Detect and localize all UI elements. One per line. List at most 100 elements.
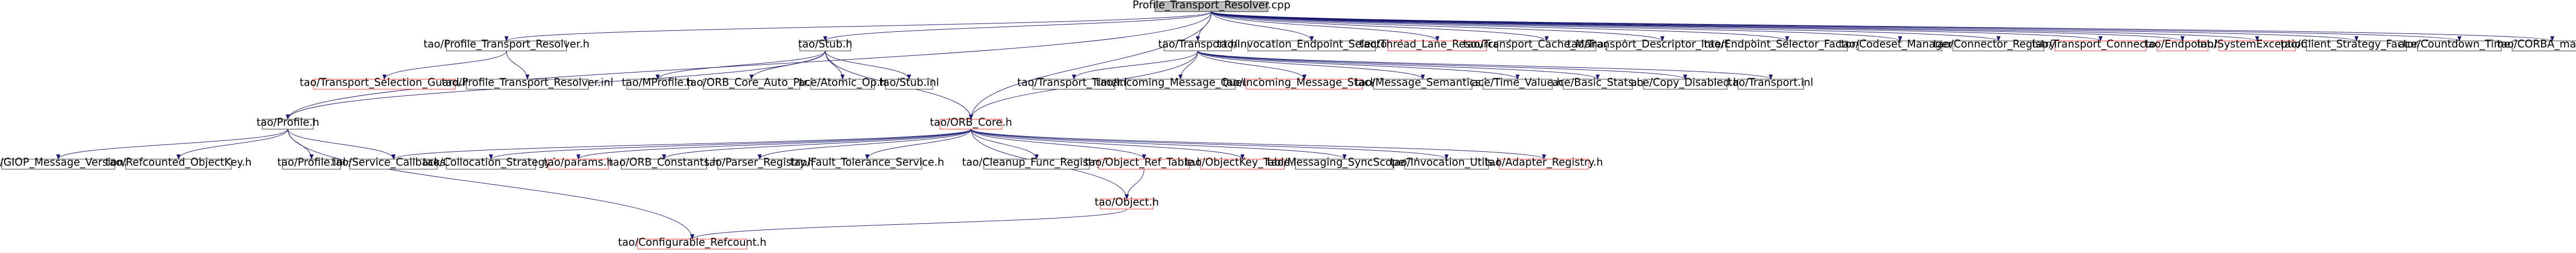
edge-obj_ref_table-to-object_h <box>1125 169 1144 200</box>
node-config_refcount[interactable]: tao/Configurable_Refcount.h <box>618 236 766 249</box>
edge-orb_core-to-objkey_table <box>970 129 1244 160</box>
node-label: tao/Transport_Cache_Manager.h <box>1463 38 1630 50</box>
node-orb_core[interactable]: tao/ORB_Core.h <box>930 116 1012 130</box>
edge-root-to-orb_core <box>969 11 1212 120</box>
node-box <box>1388 41 1487 52</box>
node-box <box>262 119 314 130</box>
edge-object_h-to-config_refcount <box>690 209 1127 240</box>
node-fts[interactable]: tao/Fault_Tolerance_Service.h <box>790 156 944 170</box>
node-profile_inl[interactable]: tao/Profile.inl <box>277 156 346 170</box>
node-objkey_table[interactable]: tao/ObjectKey_Table.h <box>1185 156 1300 170</box>
node-countdown[interactable]: ace/Countdown_Time.h <box>2399 38 2521 52</box>
edge-root-to-tdi <box>1211 11 1665 42</box>
node-cleanup[interactable]: tao/Cleanup_Func_Registry.h <box>962 156 1111 170</box>
node-colloc[interactable]: tao/Collocation_Strategy.h <box>423 156 559 170</box>
node-label: tao/Transport_Selection_Guard.h <box>300 76 469 88</box>
node-thread_lane[interactable]: tao/Thread_Lane_Resources.h <box>1360 38 1516 52</box>
node-mprofile[interactable]: tao/MProfile.h <box>622 76 694 90</box>
node-profile_h[interactable]: tao/Profile.h <box>257 116 319 130</box>
node-msg_sync[interactable]: tao/Messaging_SyncScopeC.h <box>1267 156 1422 170</box>
node-label: tao/Stub.h <box>798 38 852 50</box>
node-label: tao/Collocation_Strategy.h <box>423 156 559 168</box>
node-label: tao/ObjectKey_Table.h <box>1185 156 1300 168</box>
node-label: tao/GIOP_Message_Version.h <box>0 156 133 168</box>
node-tsg[interactable]: tao/Transport_Selection_Guard.h <box>300 76 469 90</box>
node-box <box>2417 41 2502 52</box>
node-esf[interactable]: tao/Endpoint_Selector_Factory.h <box>1704 38 1871 52</box>
node-incoming_stack[interactable]: tao/Incoming_Message_Stack.h <box>1223 76 1386 90</box>
node-tdi[interactable]: tao/Transport_Descriptor_Interface.h <box>1567 38 1757 52</box>
node-label: tao/Transport_Connector.h <box>2032 38 2169 50</box>
node-box <box>548 159 609 170</box>
edge-orb_core-to-parser_reg <box>758 129 971 160</box>
node-box <box>466 79 589 90</box>
node-label: tao/Endpoint.h <box>2144 38 2221 50</box>
node-stub_inl[interactable]: tao/Stub.inl <box>879 76 939 90</box>
edge-transport_h-to-copy_disabled <box>1198 51 1687 80</box>
node-incoming_queue[interactable]: tao/Incoming_Message_Queue.h <box>1096 76 1265 90</box>
node-csf[interactable]: tao/Client_Strategy_Factory.h <box>2280 38 2433 52</box>
edge-root-to-codeset <box>1211 11 1902 42</box>
node-box <box>1482 79 1553 90</box>
node-endpoint[interactable]: tao/Endpoint.h <box>2144 38 2221 52</box>
node-box <box>1606 41 1718 52</box>
node-refcounted_ok[interactable]: tao/Refcounted_ObjectKey.h <box>105 156 252 170</box>
node-label: tao/Object.h <box>1095 196 1159 208</box>
node-conn_reg[interactable]: tao/Connector_Registry.h <box>1933 38 2064 52</box>
node-box <box>810 79 875 90</box>
node-basic_stats[interactable]: ace/Basic_Stats.h <box>1552 76 1643 90</box>
node-msg_semantics[interactable]: tao/Message_Semantics.h <box>1355 76 1491 90</box>
node-label: tao/Message_Semantics.h <box>1355 76 1491 88</box>
node-transport_timer[interactable]: tao/Transport_Timer.h <box>1017 76 1131 90</box>
node-params[interactable]: tao/params.h <box>544 156 613 170</box>
edge-root-to-stub_h <box>823 11 1212 42</box>
node-orb_const[interactable]: tao/ORB_Constants.h <box>609 156 719 170</box>
edge-root-to-transport_conn <box>1211 11 2103 42</box>
node-copy_disabled[interactable]: ace/Copy_Disabled.h <box>1631 76 1740 90</box>
node-ptr_inl[interactable]: tao/Profile_Transport_Resolver.inl <box>442 76 613 90</box>
node-stub_h[interactable]: tao/Stub.h <box>798 38 852 52</box>
node-box <box>983 159 1090 170</box>
node-atomic_op[interactable]: ace/Atomic_Op.h <box>799 76 887 90</box>
node-box <box>812 159 922 170</box>
node-parser_reg[interactable]: tao/Parser_Registry.h <box>705 156 814 170</box>
node-codeset[interactable]: tao/Codeset_Manager.h <box>1839 38 1962 52</box>
node-object_h[interactable]: tao/Object.h <box>1095 196 1159 210</box>
node-label: tao/Incoming_Message_Stack.h <box>1223 76 1386 88</box>
node-svc_callbacks[interactable]: tao/Service_Callbacks.h <box>332 156 455 170</box>
node-corba_macros[interactable]: tao/CORBA_macros.h <box>2497 38 2576 52</box>
node-label: ace/Basic_Stats.h <box>1552 76 1643 88</box>
node-label: tao/Transport.h <box>1158 38 1238 50</box>
node-label: tao/SystemException.h <box>2197 38 2317 50</box>
node-box <box>1499 159 1589 170</box>
node-adapter_reg[interactable]: tao/Adapter_Registry.h <box>1485 156 1603 170</box>
edge-orb_core-to-msg_sync <box>970 129 1347 160</box>
node-transport_conn[interactable]: tao/Transport_Connector.h <box>2032 38 2169 52</box>
node-ptr_h[interactable]: tao/Profile_Transport_Resolver.h <box>423 38 590 52</box>
node-label: tao/Profile_Transport_Resolver.inl <box>442 76 613 88</box>
node-time_value[interactable]: ace/Time_Value.h <box>1472 76 1563 90</box>
node-giop_ver[interactable]: tao/GIOP_Message_Version.h <box>0 156 133 170</box>
edge-transport_h-to-incoming_stack <box>1198 51 1307 80</box>
edge-transport_h-to-time_value <box>1198 51 1520 80</box>
node-box <box>1373 79 1472 90</box>
node-tcm[interactable]: tao/Transport_Cache_Manager.h <box>1463 38 1630 52</box>
node-box <box>621 159 707 170</box>
edge-transport_h-to-basic_stats <box>1198 51 1600 80</box>
node-box <box>1032 79 1115 90</box>
node-sysexc[interactable]: tao/SystemException.h <box>2197 38 2317 52</box>
node-invoc_ep_sel[interactable]: tao/Invocation_Endpoint_Selectors.h <box>1217 38 1407 52</box>
node-box <box>282 159 341 170</box>
node-orb_core_auto[interactable]: tao/ORB_Core_Auto_Ptr.h <box>686 76 817 90</box>
edge-orb_core-to-orb_const <box>662 129 971 160</box>
node-root[interactable]: Profile_Transport_Resolver.cpp <box>1132 0 1290 12</box>
node-box <box>349 159 438 170</box>
node-obj_ref_table[interactable]: tao/Object_Ref_Table.h <box>1085 156 1203 170</box>
node-transport_inl[interactable]: tao/Transport.inl <box>1728 76 1813 90</box>
node-transport_h[interactable]: tao/Transport.h <box>1158 38 1238 52</box>
node-label: tao/Connector_Registry.h <box>1933 38 2064 50</box>
edge-root-to-tcm <box>1211 11 1549 42</box>
node-box <box>1248 41 1376 52</box>
node-invoc_utils[interactable]: tao/Invocation_Utils.h <box>1390 156 1503 170</box>
